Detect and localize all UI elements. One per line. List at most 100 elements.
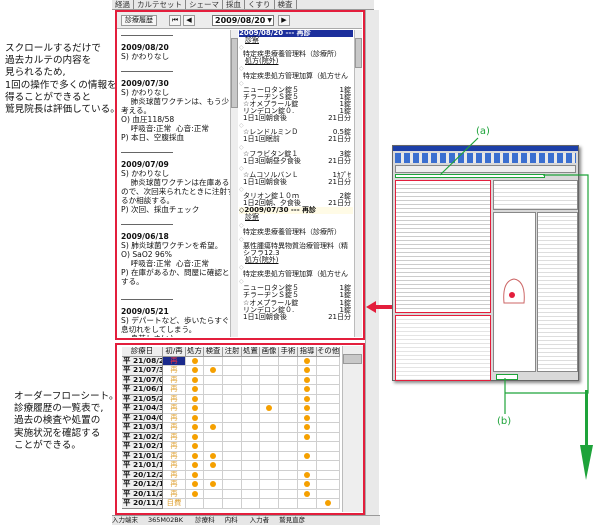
order-line-sec[interactable]: 処方(院外) bbox=[239, 256, 353, 264]
order-cell[interactable] bbox=[242, 423, 260, 433]
order-cell[interactable] bbox=[242, 499, 260, 509]
order-cell[interactable] bbox=[242, 394, 260, 404]
order-cell[interactable] bbox=[186, 451, 204, 461]
order-cell[interactable] bbox=[204, 385, 223, 395]
order-cell[interactable] bbox=[204, 366, 223, 376]
order-cell[interactable] bbox=[260, 356, 279, 366]
order-cell[interactable] bbox=[298, 423, 317, 433]
order-cell[interactable] bbox=[317, 432, 340, 442]
first-page-button[interactable]: ⏮ bbox=[169, 15, 181, 26]
order-cell[interactable] bbox=[260, 461, 279, 471]
order-cell[interactable] bbox=[279, 375, 298, 385]
order-cell[interactable] bbox=[204, 480, 223, 490]
scroll-thumb[interactable] bbox=[343, 354, 362, 364]
prev-button[interactable]: ◀ bbox=[183, 15, 195, 26]
order-cell[interactable] bbox=[298, 404, 317, 414]
order-cell[interactable] bbox=[186, 413, 204, 423]
order-cell[interactable] bbox=[242, 480, 260, 490]
table-row[interactable]: 平 21/04/02再 bbox=[122, 413, 340, 423]
table-row[interactable]: 平 21/07/30再 bbox=[122, 366, 340, 376]
visit-date[interactable]: 平 21/04/30 bbox=[122, 404, 163, 414]
order-cell[interactable] bbox=[242, 404, 260, 414]
order-cell[interactable] bbox=[317, 404, 340, 414]
order-cell[interactable] bbox=[204, 489, 223, 499]
order-cell[interactable] bbox=[204, 499, 223, 509]
order-cell[interactable] bbox=[298, 499, 317, 509]
column-header[interactable]: 初/再 bbox=[163, 347, 186, 357]
next-button[interactable]: ▶ bbox=[278, 15, 290, 26]
order-cell[interactable] bbox=[223, 442, 242, 452]
table-row[interactable]: 平 20/12/25再 bbox=[122, 470, 340, 480]
visit-date[interactable]: 平 21/01/15 bbox=[122, 461, 163, 471]
order-cell[interactable] bbox=[279, 366, 298, 376]
table-row[interactable]: 平 21/07/09再 bbox=[122, 375, 340, 385]
visit-date[interactable]: 平 21/08/20 bbox=[122, 356, 163, 366]
order-cell[interactable] bbox=[223, 461, 242, 471]
visit-date[interactable]: 平 21/07/09 bbox=[122, 375, 163, 385]
order-cell[interactable] bbox=[317, 375, 340, 385]
table-row[interactable]: 平 21/03/19再 bbox=[122, 423, 340, 433]
order-cell[interactable] bbox=[186, 423, 204, 433]
order-cell[interactable] bbox=[260, 366, 279, 376]
order-cell[interactable] bbox=[260, 432, 279, 442]
visit-type[interactable]: 再 bbox=[163, 385, 186, 395]
order-cell[interactable] bbox=[242, 356, 260, 366]
visit-type[interactable]: 再 bbox=[163, 480, 186, 490]
visit-type[interactable]: 再 bbox=[163, 366, 186, 376]
table-row[interactable]: 平 20/12/10再 bbox=[122, 480, 340, 490]
visit-type[interactable]: 自費 bbox=[163, 499, 186, 509]
order-cell[interactable] bbox=[204, 375, 223, 385]
order-cell[interactable] bbox=[260, 442, 279, 452]
table-row[interactable]: 平 21/01/15再 bbox=[122, 461, 340, 471]
order-cell[interactable] bbox=[242, 461, 260, 471]
table-row[interactable]: 平 20/11/11自費 bbox=[122, 499, 340, 509]
order-cell[interactable] bbox=[279, 470, 298, 480]
order-cell[interactable] bbox=[242, 432, 260, 442]
order-cell[interactable] bbox=[298, 394, 317, 404]
order-cell[interactable] bbox=[260, 375, 279, 385]
visit-date[interactable]: 平 21/02/12 bbox=[122, 442, 163, 452]
order-cell[interactable] bbox=[298, 356, 317, 366]
order-cell[interactable] bbox=[204, 404, 223, 414]
tab-1[interactable]: カルテセット bbox=[134, 0, 186, 9]
order-cell[interactable] bbox=[186, 356, 204, 366]
table-row[interactable]: 平 20/11/26再 bbox=[122, 489, 340, 499]
table-row[interactable]: 平 21/06/18再 bbox=[122, 385, 340, 395]
order-cell[interactable] bbox=[279, 499, 298, 509]
order-line-sec[interactable]: 診察 bbox=[239, 37, 353, 44]
column-header[interactable]: 画像 bbox=[260, 347, 279, 357]
orders-scrollbar[interactable] bbox=[354, 30, 362, 337]
order-cell[interactable] bbox=[186, 404, 204, 414]
order-cell[interactable] bbox=[317, 366, 340, 376]
order-cell[interactable] bbox=[317, 394, 340, 404]
order-cell[interactable] bbox=[204, 470, 223, 480]
order-cell[interactable] bbox=[204, 356, 223, 366]
table-row[interactable]: 平 21/02/26再 bbox=[122, 432, 340, 442]
order-cell[interactable] bbox=[223, 356, 242, 366]
order-cell[interactable] bbox=[298, 480, 317, 490]
order-cell[interactable] bbox=[279, 461, 298, 471]
order-cell[interactable] bbox=[223, 470, 242, 480]
order-cell[interactable] bbox=[279, 432, 298, 442]
order-cell[interactable] bbox=[279, 404, 298, 414]
order-cell[interactable] bbox=[204, 423, 223, 433]
order-cell[interactable] bbox=[186, 366, 204, 376]
order-cell[interactable] bbox=[223, 385, 242, 395]
order-cell[interactable] bbox=[204, 451, 223, 461]
order-cell[interactable] bbox=[260, 489, 279, 499]
order-cell[interactable] bbox=[223, 366, 242, 376]
order-cell[interactable] bbox=[279, 413, 298, 423]
order-cell[interactable] bbox=[317, 499, 340, 509]
column-header[interactable]: 手術 bbox=[279, 347, 298, 357]
visit-date[interactable]: 平 21/01/24 bbox=[122, 451, 163, 461]
order-line-sec[interactable]: 診察 bbox=[239, 214, 353, 221]
visit-type[interactable]: 再 bbox=[163, 442, 186, 452]
order-cell[interactable] bbox=[279, 385, 298, 395]
order-cell[interactable] bbox=[317, 480, 340, 490]
order-cell[interactable] bbox=[260, 451, 279, 461]
visit-type[interactable]: 再 bbox=[163, 489, 186, 499]
order-cell[interactable] bbox=[298, 470, 317, 480]
visit-type[interactable]: 再 bbox=[163, 470, 186, 480]
order-cell[interactable] bbox=[242, 366, 260, 376]
order-cell[interactable] bbox=[317, 470, 340, 480]
